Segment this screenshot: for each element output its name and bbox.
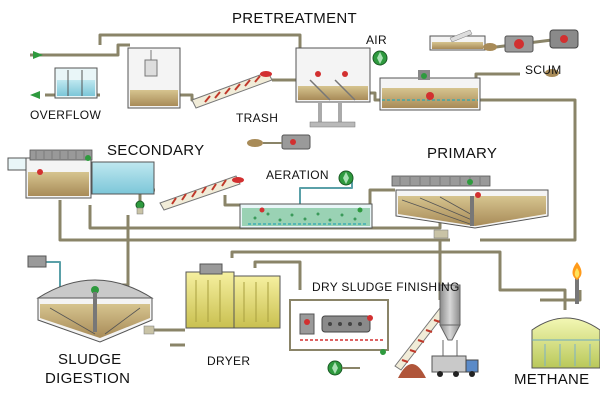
truck-icon: [431, 355, 479, 377]
label-sludge-digestion-line2: DIGESTION: [45, 370, 131, 387]
label-air: AIR: [366, 33, 387, 47]
label-dry-sludge-finishing: DRY SLUDGE FINISHING: [312, 280, 460, 294]
sludge-digester: [27, 255, 155, 343]
return-incline: [159, 175, 244, 211]
storage-silo: [439, 284, 461, 356]
scum-tank: [429, 29, 559, 77]
finishing-equipment: [289, 299, 389, 355]
valve-icon: [135, 200, 145, 215]
fan-icon: [372, 50, 388, 66]
label-overflow: OVERFLOW: [30, 108, 102, 122]
secondary-clarifier: [7, 149, 155, 199]
flare-icon: [572, 262, 582, 304]
label-secondary: SECONDARY: [107, 142, 205, 159]
label-methane: METHANE: [514, 371, 590, 388]
grit-chamber: [127, 47, 181, 109]
aeration-tank: [239, 203, 373, 229]
screening-building: [295, 47, 371, 103]
label-aeration: AERATION: [266, 168, 329, 182]
overflow-tank: [54, 67, 98, 99]
dryer-building: [185, 263, 281, 329]
fan-icon: [338, 170, 354, 186]
trash-conveyor: [309, 102, 356, 128]
label-scum: SCUM: [525, 63, 562, 77]
label-primary: PRIMARY: [427, 145, 498, 162]
label-dryer: DRYER: [207, 354, 251, 368]
fan-icon: [327, 360, 360, 376]
methane-tank: [531, 317, 600, 369]
label-sludge-digestion-line1: SLUDGE: [58, 351, 122, 368]
bar-screen-incline: [191, 71, 273, 109]
aerated-grit-tank: [379, 70, 481, 111]
flow-arrow-icon: [30, 51, 43, 99]
trash-pump: [247, 134, 311, 150]
primary-clarifier: [391, 175, 549, 239]
pump-icon: [504, 29, 579, 53]
label-pretreatment: PRETREATMENT: [232, 10, 357, 27]
label-trash: TRASH: [236, 111, 279, 125]
